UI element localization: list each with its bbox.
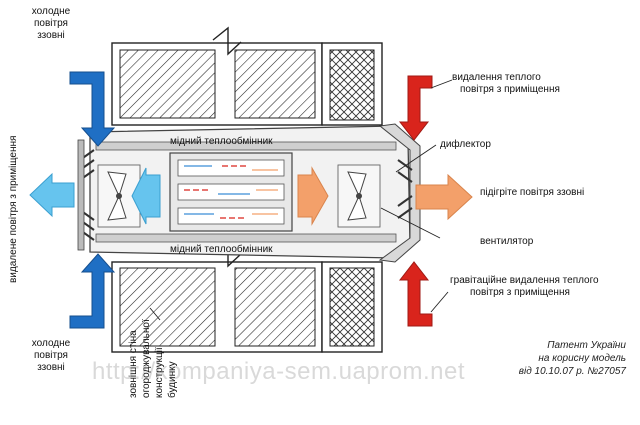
- label-line: ззовні: [37, 362, 65, 373]
- inner-orange-arrow: [297, 166, 329, 226]
- cold-air-arrow-bottom: [69, 253, 116, 329]
- patent-note: Патент України на корисну модель від 10.…: [519, 339, 626, 378]
- warm-air-arrow-top: [398, 75, 433, 141]
- label-line: повітря: [34, 350, 68, 361]
- heated-air-label: підігріте повітря ззовні: [480, 187, 585, 198]
- label-line: холодне: [31, 338, 71, 349]
- deflector-label: дифлектор: [440, 139, 491, 150]
- label-line: видалення теплого: [452, 72, 541, 83]
- copper-heat-exchanger: [169, 152, 293, 232]
- watermark: http://kompaniya-sem.uaprom.net: [92, 358, 466, 385]
- label-line: повітря з приміщення: [470, 287, 570, 298]
- exhaust-air-arrow: [29, 172, 75, 218]
- warm-air-arrow-bottom: [398, 261, 433, 327]
- label-line: повітря: [34, 18, 68, 29]
- copper-exchanger-bottom-label: мідний теплообмінник: [170, 244, 273, 255]
- cold-air-top-label: холодне повітря ззовні: [18, 6, 84, 42]
- fan-icon: [337, 164, 381, 228]
- label-line: повітря з приміщення: [460, 84, 560, 95]
- leader-lines: [149, 79, 453, 321]
- copper-exchanger-top-label: мідний теплообмінник: [170, 136, 273, 147]
- label-line: холодне: [31, 6, 71, 17]
- patent-line: на корисну модель: [538, 353, 626, 364]
- label-line: ззовні: [37, 30, 65, 41]
- heated-air-arrow: [415, 173, 473, 221]
- cold-air-arrow-top: [69, 71, 116, 147]
- removed-air-vertical-label: видалене повітря з приміщення: [8, 135, 19, 283]
- warm-air-removal-label: видалення теплого повітря з приміщення: [452, 72, 560, 96]
- patent-line: Патент України: [547, 340, 626, 351]
- patent-line: від 10.10.07 р. №27057: [518, 366, 626, 377]
- label-line: гравітаційне видалення теплого: [450, 275, 599, 286]
- lower-wall: [111, 238, 383, 353]
- inner-light-blue-arrow: [131, 167, 161, 225]
- fan-icon: [97, 164, 141, 228]
- gravity-removal-label: гравітаційне видалення теплого повітря з…: [450, 275, 599, 299]
- fan-label: вентилятор: [480, 236, 534, 247]
- upper-wall: [111, 26, 383, 126]
- cold-air-bottom-label: холодне повітря ззовні: [18, 338, 84, 374]
